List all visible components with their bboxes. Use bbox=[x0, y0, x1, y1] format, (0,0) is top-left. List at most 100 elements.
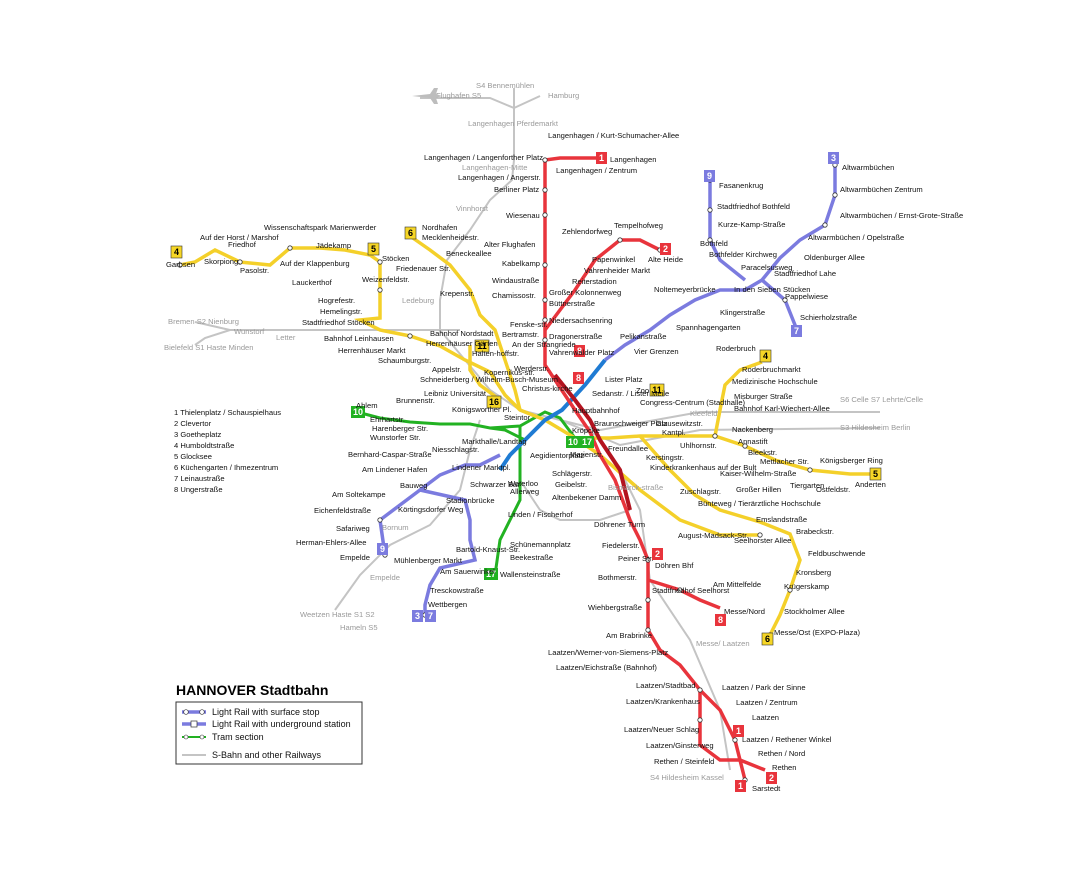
station-label: Am Sauerwinkel bbox=[440, 567, 495, 576]
rail-label: S6 Celle S7 Lehrte/Celle bbox=[840, 395, 923, 404]
rail-label: Bielefeld S1 Haste Minden bbox=[164, 343, 254, 352]
station-label: Bleekstr. bbox=[748, 448, 777, 457]
station-label: Brabeckstr. bbox=[796, 527, 834, 536]
station-label: Vahrenwalder Platz bbox=[549, 348, 614, 357]
station-label: Wunstorfer Str. bbox=[370, 433, 421, 442]
station-label: Schneiderberg / Wilhelm-Busch-Museum bbox=[420, 375, 558, 384]
station-label: Herrenhäuser Gärten bbox=[426, 339, 498, 348]
rail-label: Ledeburg bbox=[402, 296, 434, 305]
svg-text:8: 8 bbox=[718, 615, 723, 625]
rail-label: Hamburg bbox=[548, 91, 579, 100]
svg-text:10: 10 bbox=[568, 437, 578, 447]
station-label: Tempelhofweg bbox=[614, 221, 663, 230]
rail-label: Weetzen Haste S1 S2 bbox=[300, 610, 375, 619]
note-item: 6 Küchengarten / Ihmezentrum bbox=[174, 463, 278, 472]
line-badge-2-dohren: 2 bbox=[652, 548, 663, 560]
station-label: Kurze-Kamp-Straße bbox=[718, 220, 786, 229]
svg-text:3: 3 bbox=[831, 153, 836, 163]
station-label: Marienstr. bbox=[570, 450, 603, 459]
note-item: 2 Clevertor bbox=[174, 419, 212, 428]
tram-line-17 bbox=[493, 426, 522, 576]
station-label: Kröpcke bbox=[572, 426, 600, 435]
station-label: Mecklenheidestr. bbox=[422, 233, 479, 242]
station-label: Anderten bbox=[855, 480, 886, 489]
station-label: Noltemeyerbrücke bbox=[654, 285, 716, 294]
station-label: Bernhard-Caspar-Straße bbox=[348, 450, 432, 459]
station-label: Wissenschaftspark Marienwerder bbox=[264, 223, 377, 232]
station-label: Alter Flughafen bbox=[484, 240, 536, 249]
station-label: Tresckowstraße bbox=[430, 586, 484, 595]
station-label: In den Sieben Stücken bbox=[734, 285, 810, 294]
station-label: Eichenfeldstraße bbox=[314, 506, 371, 515]
rail-label: Kleefeld bbox=[690, 409, 717, 418]
station-label: Großer Kolonnenweg bbox=[549, 288, 621, 297]
station-label: Roderbruchmarkt bbox=[742, 365, 802, 374]
station-label: Allerweg bbox=[510, 487, 539, 496]
rail-label: S4 Hildesheim Kassel bbox=[650, 773, 724, 782]
station-label: Oldenburger Allee bbox=[804, 253, 865, 262]
station-label: Döhrener Turm bbox=[594, 520, 645, 529]
station-label: Kaiser-Wilhelm-Straße bbox=[720, 469, 796, 478]
rail-label: Letter bbox=[276, 333, 296, 342]
station-label: Bartold-Knaust-Str. bbox=[456, 545, 520, 554]
station-label: Laatzen bbox=[752, 713, 779, 722]
station-label: Beekestraße bbox=[510, 553, 553, 562]
station-label: Pasolstr. bbox=[240, 266, 269, 275]
svg-text:17: 17 bbox=[582, 437, 592, 447]
station-label: Lindener Marktpl. bbox=[452, 463, 511, 472]
station-label: Brunnenstr. bbox=[396, 396, 435, 405]
line-badge-5-stocken: 5 bbox=[367, 242, 380, 256]
svg-text:4: 4 bbox=[763, 351, 768, 361]
station-label: Stadtfriedhof Lahe bbox=[774, 269, 836, 278]
station-label: Laatzen/Werner-von-Siemens-Platz bbox=[548, 648, 668, 657]
rail-label: Empelde bbox=[370, 573, 400, 582]
station-label: Bothfelder Kirchweg bbox=[709, 250, 777, 259]
station-label: Safariweg bbox=[336, 524, 370, 533]
station-label: Ehrhartstr. bbox=[370, 415, 405, 424]
station-label: Nordhafen bbox=[422, 223, 457, 232]
station-label: Halten-hoffstr. bbox=[472, 349, 519, 358]
station-label: Langenhagen / Langenforther Platz bbox=[424, 153, 543, 162]
svg-text:10: 10 bbox=[353, 407, 363, 417]
station-label: Altenbekener Damm bbox=[552, 493, 621, 502]
legend-surface-label: Light Rail with surface stop bbox=[212, 707, 320, 717]
station-label: Congress-Centrum (Stadthalle) bbox=[640, 398, 746, 407]
station-label: Linden / Fischerhof bbox=[508, 510, 573, 519]
station-label: Langenhagen / Angerstr. bbox=[458, 173, 541, 182]
station-label: Bahnhof Leinhausen bbox=[324, 334, 394, 343]
svg-text:9: 9 bbox=[707, 171, 712, 181]
station-label: Friedenauer Str. bbox=[396, 264, 450, 273]
station-label: Rethen bbox=[772, 763, 797, 772]
station-label: Laatzen/Ginsterweg bbox=[646, 741, 714, 750]
station-label: Bünteweg / Tierärztliche Hochschule bbox=[698, 499, 821, 508]
line-badge-8-messe-nord: 8 bbox=[715, 614, 726, 626]
svg-text:6: 6 bbox=[408, 228, 413, 238]
station-label: Wallensteinstraße bbox=[500, 570, 561, 579]
station-label: Wiehbergstraße bbox=[588, 603, 642, 612]
station-label: Am Soltekampe bbox=[332, 490, 386, 499]
rail-label: Hameln S5 bbox=[340, 623, 378, 632]
svg-text:3: 3 bbox=[415, 611, 420, 621]
svg-text:2: 2 bbox=[663, 244, 668, 254]
station-label: Feldbuschwende bbox=[808, 549, 865, 558]
station-label: Niesschlagstr. bbox=[432, 445, 479, 454]
station-labels: Langenhagen / Kurt-Schumacher-Allee Lang… bbox=[166, 131, 963, 793]
station-label: Laatzen/Krankenhaus bbox=[626, 697, 700, 706]
station-label: Am Lindener Hafen bbox=[362, 465, 427, 474]
rail-label: Bremen S2 Nienburg bbox=[168, 317, 239, 326]
line-badge-9-fasanenkrug: 9 bbox=[704, 170, 715, 182]
station-label: Auf der Horst / Marshof bbox=[200, 233, 279, 242]
station-label: Mettlacher Str. bbox=[760, 457, 809, 466]
svg-text:1: 1 bbox=[736, 726, 741, 736]
station-label: Bothmerstr. bbox=[598, 573, 637, 582]
line-badge-11-haltenhoff: 11 bbox=[474, 339, 490, 353]
station-label: Schlägerstr. bbox=[552, 469, 592, 478]
station-label: Laatzen / Zentrum bbox=[736, 698, 798, 707]
note-item: 3 Goetheplatz bbox=[174, 430, 221, 439]
station-label: Sarstedt bbox=[752, 784, 781, 793]
station-label: Langenhagen bbox=[610, 155, 656, 164]
line-badge-17-central: 17 bbox=[580, 436, 594, 448]
line-badge-4-roderbruch: 4 bbox=[759, 349, 772, 363]
line-badge-9-empelde: 9 bbox=[377, 543, 388, 555]
svg-text:7: 7 bbox=[428, 611, 433, 621]
